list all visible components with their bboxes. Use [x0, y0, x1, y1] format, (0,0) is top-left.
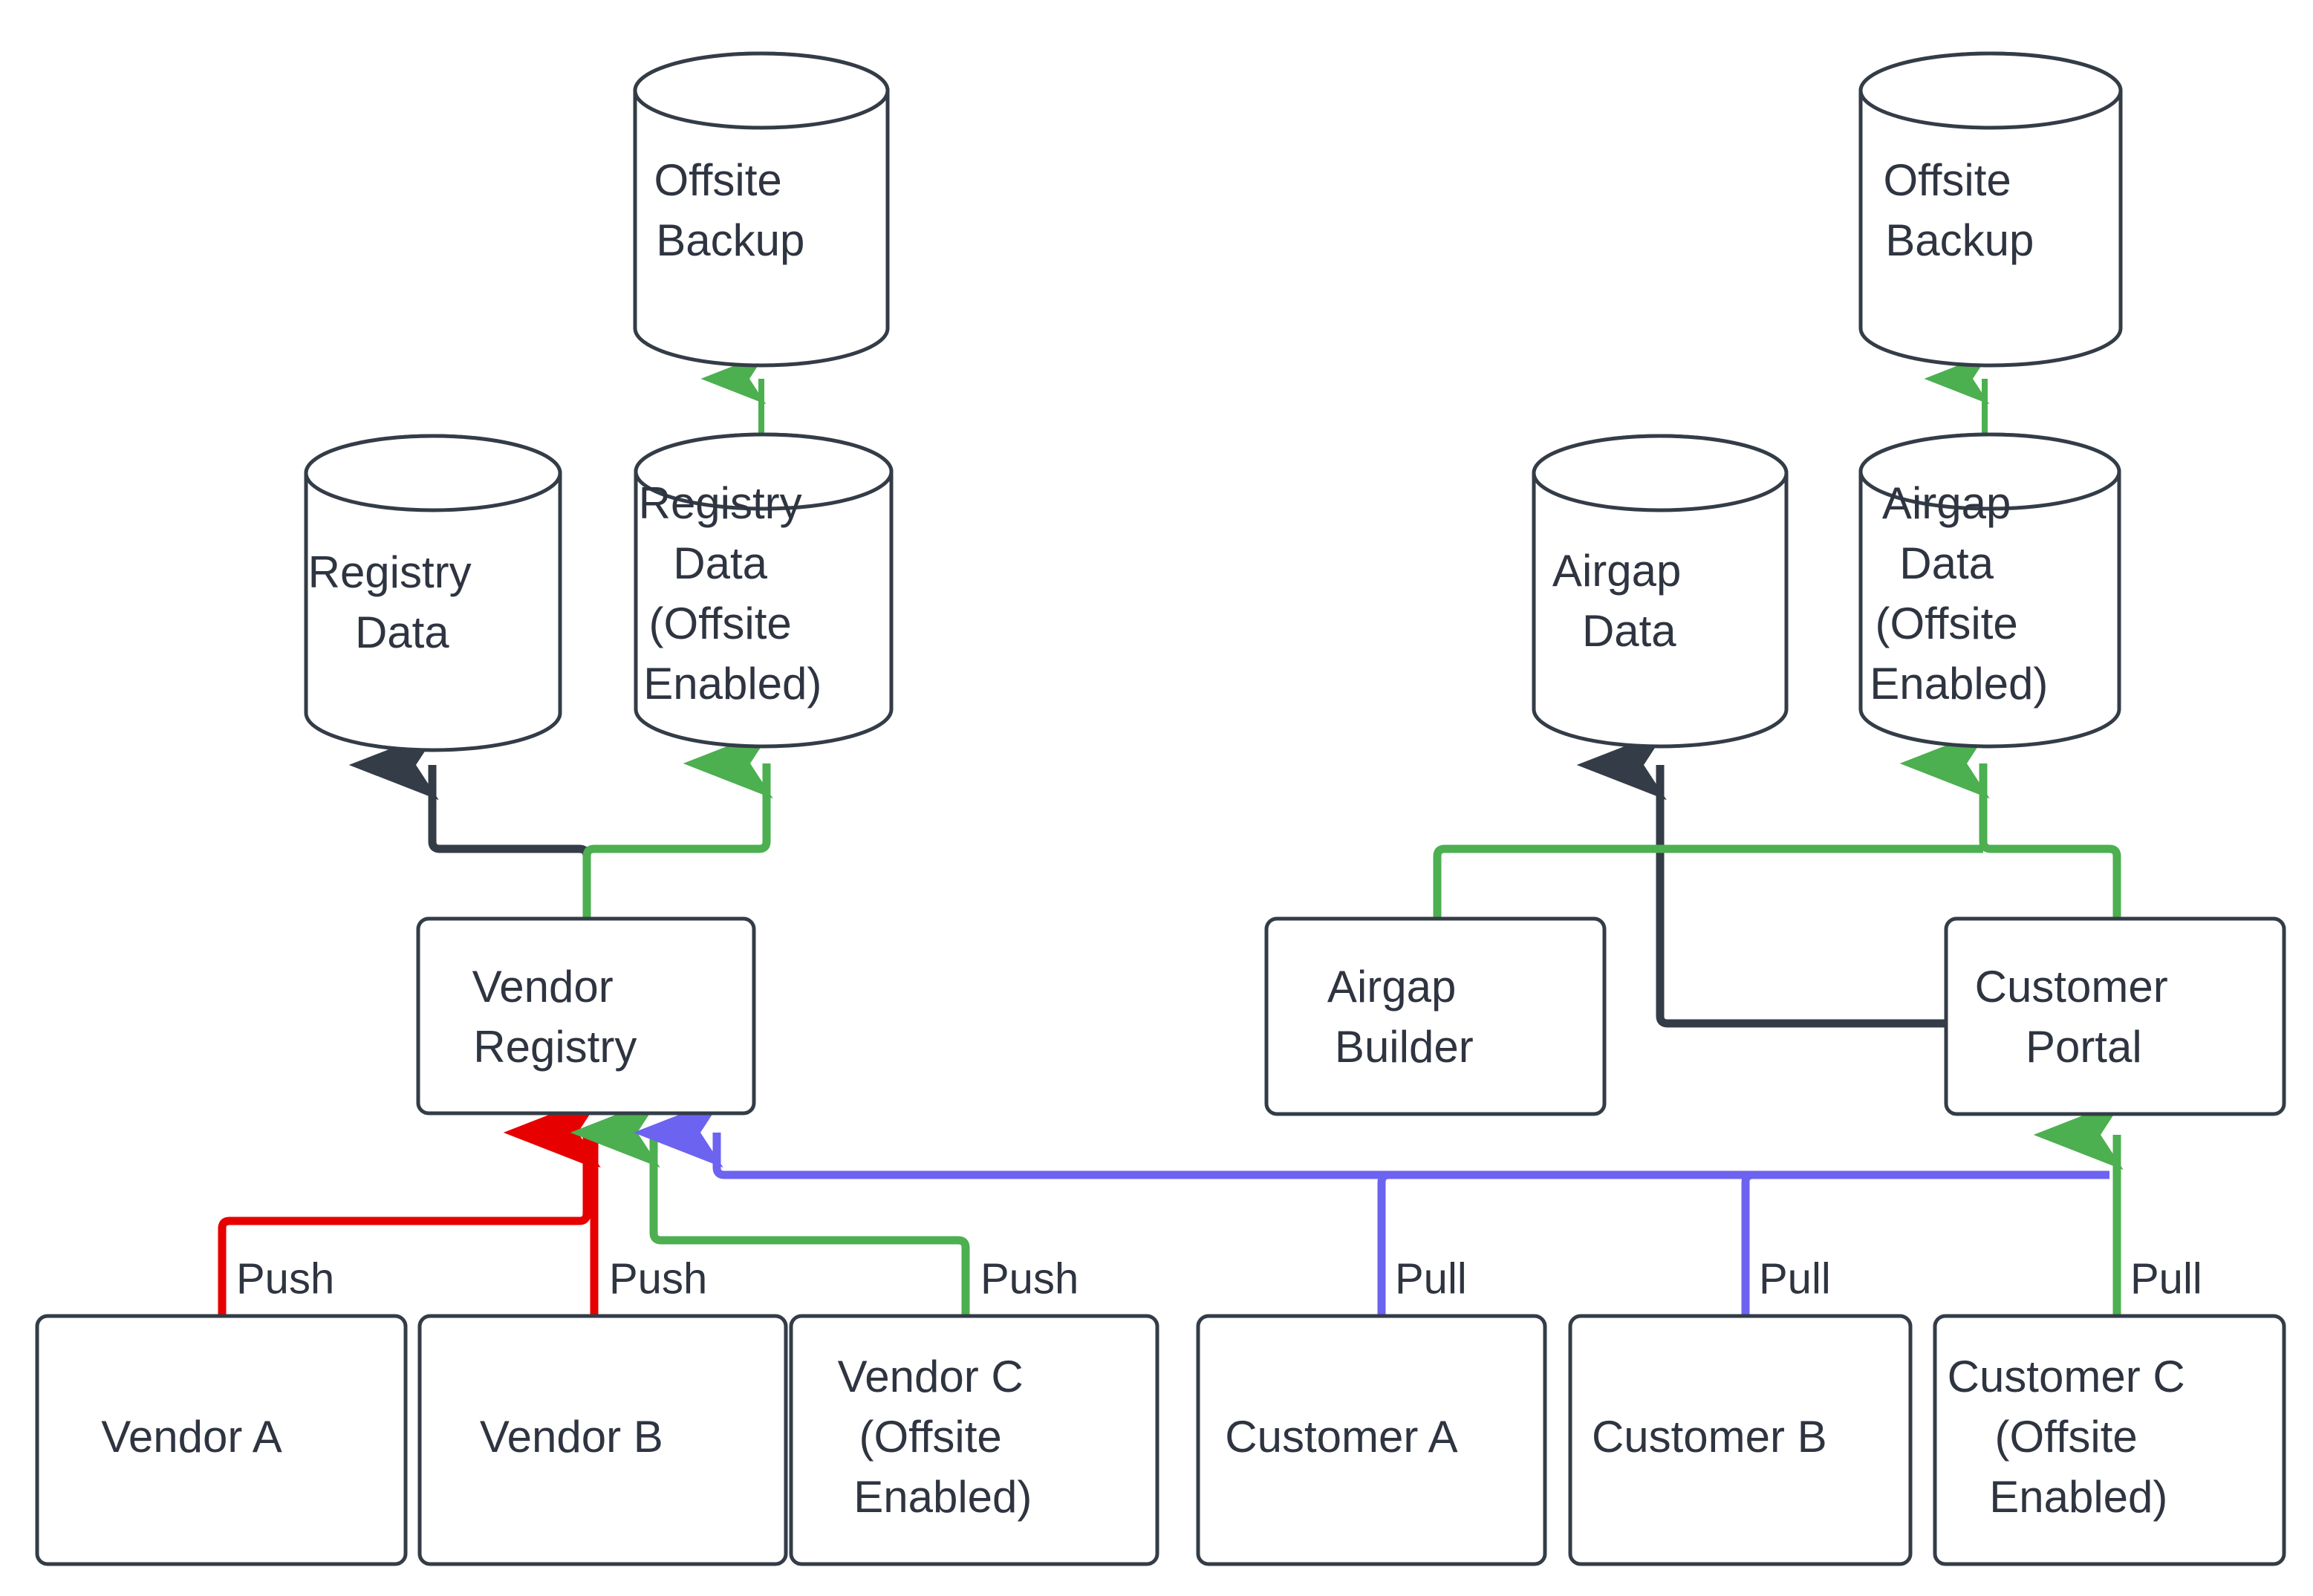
node-offsite-backup-left[interactable]: Offsite Backup — [633, 51, 890, 368]
node-label-customer-c: Customer C (Offsite Enabled) — [1948, 1352, 2272, 1522]
edge-vendor-a-to-vendor-registry — [218, 1097, 593, 1316]
node-airgap-data[interactable]: Airgap Data — [1532, 434, 1789, 749]
edge-vendor-c-to-vendor-registry — [570, 1097, 970, 1316]
node-label-customer-b: Customer B — [1592, 1412, 1889, 1462]
edge-label-pull-customer-a: Pull — [1395, 1254, 1467, 1303]
node-label-offsite-backup-right: Offsite Backup — [1884, 155, 2098, 265]
node-label-airgap-data-offsite: Airgap Data (Offsite Enabled) — [1870, 478, 2110, 709]
edge-label-push-vendor-b: Push — [609, 1254, 707, 1303]
node-airgap-builder[interactable]: Airgap Builder — [1264, 916, 1607, 1116]
edge-label-push-vendor-c: Push — [980, 1254, 1079, 1303]
node-vendor-registry[interactable]: Vendor Registry — [416, 916, 756, 1115]
node-label-offsite-backup-left: Offsite Backup — [654, 155, 869, 265]
node-offsite-backup-right[interactable]: Offsite Backup — [1858, 51, 2123, 368]
node-customer-portal[interactable]: Customer Portal — [1944, 916, 2286, 1116]
node-registry-data-offsite[interactable]: Registry Data (Offsite Enabled) — [634, 432, 894, 749]
node-customer-b[interactable]: Customer B — [1568, 1314, 1913, 1566]
node-label-customer-a: Customer A — [1225, 1412, 1517, 1462]
edge-vendor-registry-to-registry-data-offsite — [582, 728, 773, 919]
edge-label-pull-customer-b: Pull — [1759, 1254, 1831, 1303]
node-airgap-data-offsite[interactable]: Airgap Data (Offsite Enabled) — [1858, 432, 2121, 749]
node-registry-data[interactable]: Registry Data — [304, 434, 562, 752]
node-label-vendor-c: Vendor C (Offsite Enabled) — [838, 1352, 1110, 1522]
node-label-vendor-a: Vendor A — [101, 1412, 342, 1462]
node-label-airgap-builder: Airgap Builder — [1327, 962, 1543, 1072]
edge-customer-portal-to-airgap-data-offsite — [1899, 728, 2121, 919]
edge-label-pull-customer-c: Pull — [2130, 1254, 2202, 1303]
edge-customer-portal-to-vendor-registry — [633, 1097, 2109, 1179]
node-label-vendor-registry: Vendor Registry — [472, 962, 700, 1072]
node-vendor-a[interactable]: Vendor A — [35, 1314, 408, 1566]
node-label-airgap-data: Airgap Data — [1552, 546, 1768, 656]
edge-customer-portal-to-airgap-data — [1576, 729, 1946, 1028]
edge-vendor-registry-to-registry-data — [348, 729, 591, 919]
edge-airgap-builder-to-airgap-data-offsite — [1433, 844, 1983, 919]
node-vendor-c[interactable]: Vendor C (Offsite Enabled) — [789, 1314, 1159, 1566]
node-label-customer-portal: Customer Portal — [1975, 962, 2255, 1072]
node-vendor-b[interactable]: Vendor B — [417, 1314, 788, 1566]
node-label-registry-data-offsite: Registry Data (Offsite Enabled) — [639, 478, 889, 709]
node-label-registry-data: Registry Data — [308, 547, 559, 657]
edge-label-push-vendor-a: Push — [236, 1254, 334, 1303]
node-label-vendor-b: Vendor B — [480, 1412, 725, 1462]
node-customer-c[interactable]: Customer C (Offsite Enabled) — [1933, 1314, 2286, 1566]
node-customer-a[interactable]: Customer A — [1196, 1314, 1547, 1566]
